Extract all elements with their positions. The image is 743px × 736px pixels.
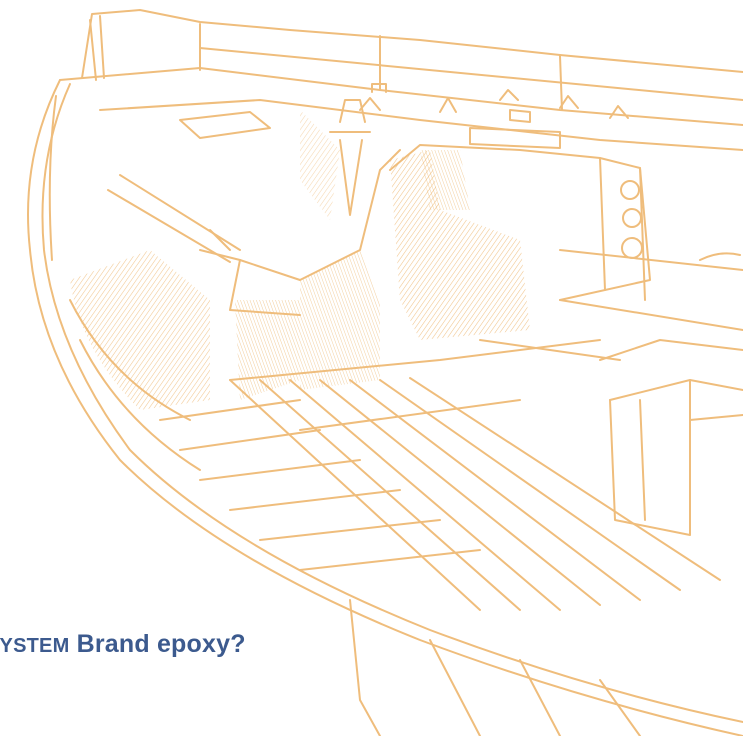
body-text-cut-off bbox=[0, 716, 743, 736]
headline: SYSTEM Brand epoxy? bbox=[0, 630, 246, 659]
headline-system: SYSTEM bbox=[0, 635, 70, 657]
headline-rest: Brand epoxy? bbox=[69, 630, 246, 658]
